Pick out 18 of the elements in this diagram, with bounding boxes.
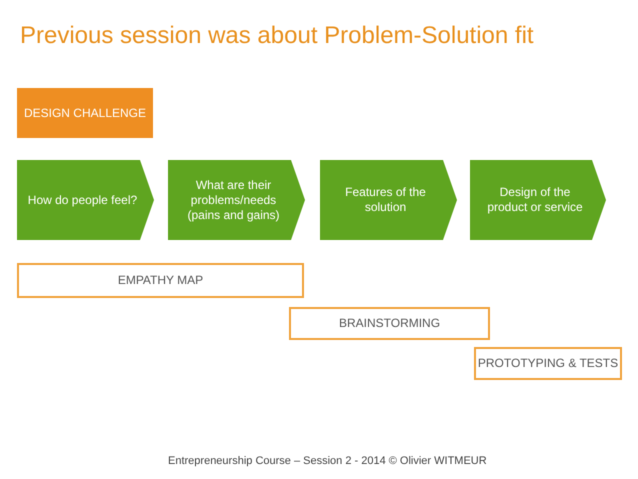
- step-text: BRAINSTORMING: [338, 316, 440, 331]
- slide-title: Previous session was about Problem-Solution fit: [20, 22, 534, 50]
- phase-box: [474, 347, 622, 380]
- challenge-box: [17, 88, 153, 138]
- step-text: PROTOTYPING & TESTS: [478, 356, 618, 371]
- chevron-step: [470, 160, 606, 240]
- step-text: EMPATHY MAP: [118, 273, 204, 288]
- step-text: DESIGN CHALLENGE: [24, 106, 146, 120]
- chevron-step: [320, 160, 457, 240]
- step-text: How do people feel?: [28, 192, 138, 208]
- step-text: Design of the product or service: [486, 185, 584, 215]
- chevron-step: [168, 160, 305, 240]
- footer-text: Entrepreneurship Course – Session 2 - 2014 © Olivier WITMEUR: [168, 455, 487, 467]
- step-text: Features of the solution: [344, 185, 427, 215]
- phase-box: [289, 307, 490, 340]
- chevron-step: [17, 160, 154, 240]
- step-text: What are their problems/needs (pains and gains): [186, 178, 281, 222]
- phase-box: [17, 263, 304, 298]
